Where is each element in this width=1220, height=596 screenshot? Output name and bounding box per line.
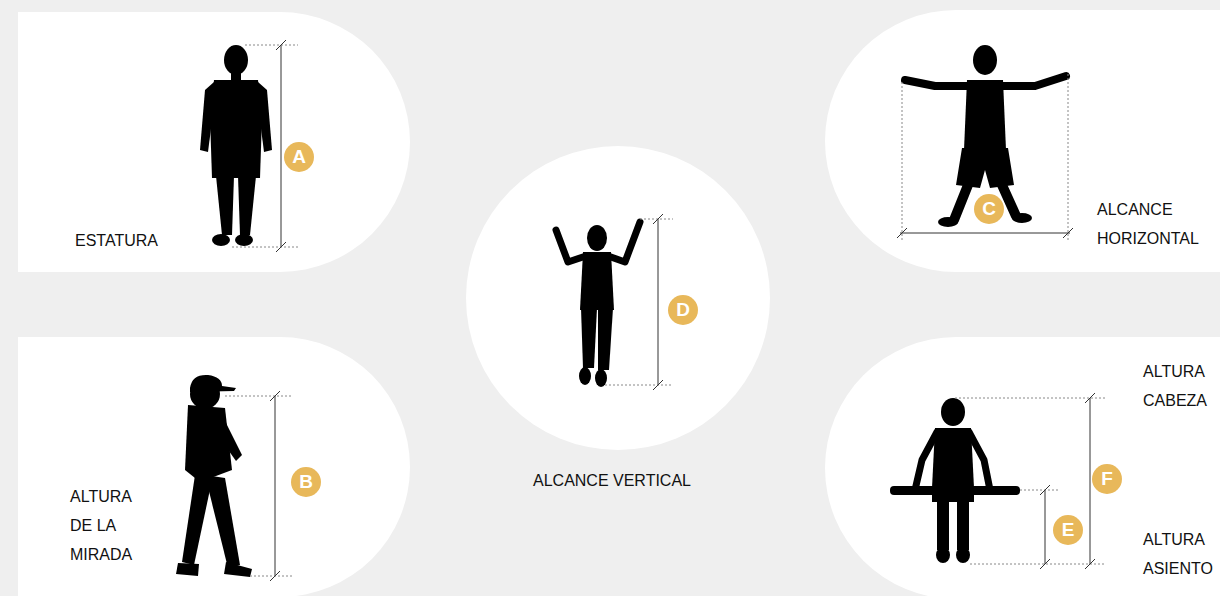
- callout-letter: E: [1053, 515, 1083, 545]
- callout-letter: D: [668, 295, 698, 325]
- panel-shape: [466, 146, 770, 496]
- callout-circle: [1053, 515, 1083, 545]
- panel-shape: [18, 337, 410, 596]
- callout-letter: A: [284, 142, 314, 172]
- callout-circle: [284, 142, 314, 172]
- callout-letter: C: [974, 194, 1004, 224]
- callout-circle: [668, 295, 698, 325]
- panel-shape: [466, 146, 770, 450]
- measure-panel: ESTATURA A: [18, 12, 410, 272]
- measure-panel: ALCANCE HORIZONTAL C: [825, 10, 1220, 272]
- callout-letter: E: [1053, 515, 1083, 545]
- callout-circle: [974, 194, 1004, 224]
- callout-letter: A: [284, 142, 314, 172]
- panel-shape: [825, 10, 1220, 272]
- callout-letter: F: [1092, 464, 1122, 494]
- measure-panel: ALTURA DE LA MIRADA B: [18, 337, 410, 596]
- callout-letter: B: [291, 467, 321, 497]
- callout-letter: F: [1092, 464, 1122, 494]
- measure-label: ALTURA DE LA MIRADA: [70, 482, 145, 569]
- measure-label: ALCANCE VERTICAL: [520, 466, 704, 495]
- callout-circle: [1092, 464, 1122, 494]
- callout-circle: [291, 467, 321, 497]
- measure-label: ALCANCE HORIZONTAL: [1097, 195, 1212, 253]
- panel-shape: [18, 12, 410, 272]
- callout-letter: B: [291, 467, 321, 497]
- panel-shape: [825, 337, 1220, 596]
- measure-panel: ALCANCE VERTICAL D: [466, 146, 770, 496]
- callout-letter: D: [668, 295, 698, 325]
- callout-letter: C: [974, 194, 1004, 224]
- measure-label: ESTATURA: [75, 226, 195, 255]
- measure-label: ALTURA ASIENTO: [1143, 525, 1219, 583]
- measure-panel: ALTURA CABEZA ALTURA ASIENTO FE: [825, 337, 1220, 596]
- measure-label: ALTURA CABEZA: [1143, 357, 1219, 415]
